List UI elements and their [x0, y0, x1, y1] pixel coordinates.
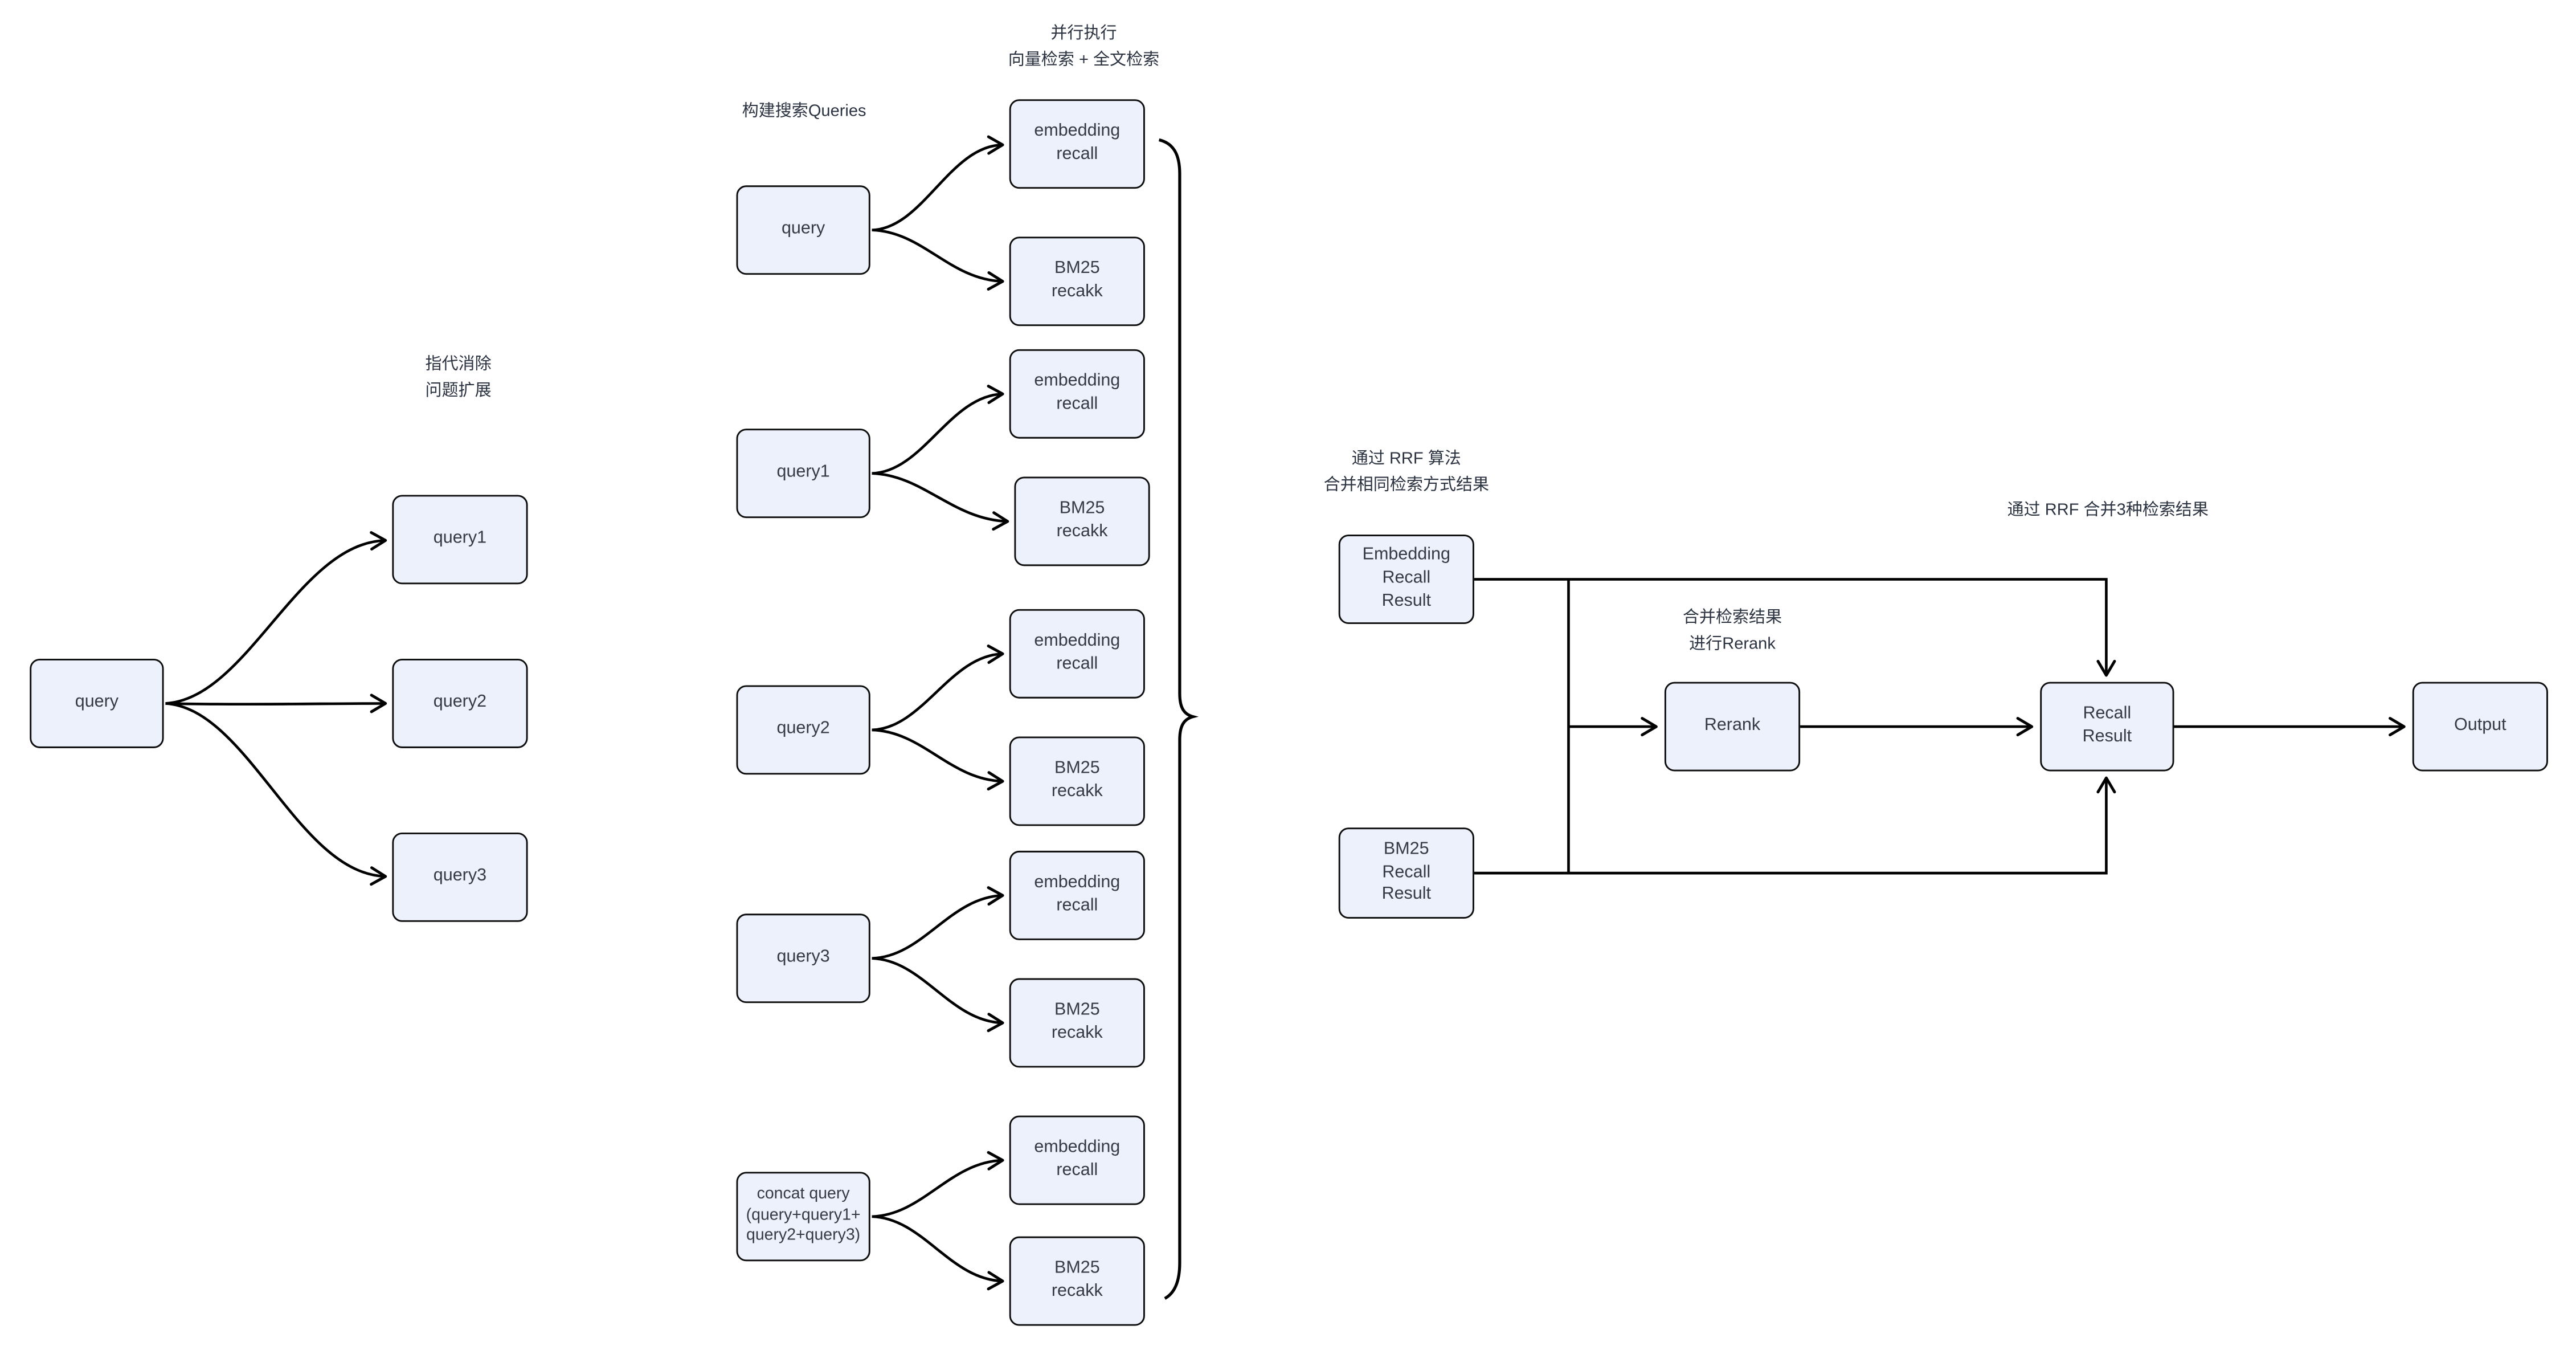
node-mid-query: query	[736, 185, 870, 275]
edge-bm25-result-to-recall-result	[1474, 776, 2116, 875]
node-bm25-recall-result: BM25 Recall Result	[1338, 827, 1474, 919]
node-mid-query3: query3	[736, 913, 870, 1004]
node-concat-query: concat query (query+query1+ query2+query…	[736, 1172, 870, 1262]
edge-query-to-query1	[165, 531, 387, 705]
node-bm25-recall-1: BM25 recakk	[1009, 236, 1145, 327]
label-rrf-three-results: 通过 RRF 合并3种检索结果	[2007, 501, 2209, 520]
edge-midquery0-to-bm25-1	[872, 229, 1004, 291]
node-rerank: Rerank	[1664, 682, 1801, 772]
node-embedding-recall-1: embedding recall	[1009, 99, 1145, 189]
edge-midquery2-to-bm25-3	[872, 728, 1004, 791]
edge-midquery0-to-embedding1	[872, 135, 1004, 232]
node-left-query3: query3	[392, 832, 528, 922]
node-bm25-recall-5: BM25 recakk	[1009, 1236, 1145, 1326]
label-build-queries: 构建搜索Queries	[742, 103, 866, 121]
node-bm25-recall-4: BM25 recakk	[1009, 978, 1145, 1068]
node-mid-query2: query2	[736, 685, 870, 775]
curly-brace	[1158, 138, 1199, 1300]
node-left-query1: query1	[392, 495, 528, 585]
label-coreference-expansion: 指代消除 问题扩展	[425, 356, 492, 401]
edge-query-to-query3	[165, 702, 387, 886]
node-embedding-recall-2: embedding recall	[1009, 349, 1145, 439]
edge-midquery1-to-bm25-2	[872, 472, 1009, 531]
node-recall-result: Recall Result	[2040, 682, 2174, 772]
edge-midquery2-to-embedding3	[872, 645, 1004, 732]
node-bm25-recall-2: BM25 recakk	[1014, 476, 1150, 566]
edge-query-to-query2	[165, 694, 387, 713]
node-left-query2: query2	[392, 658, 528, 748]
edge-embedding-result-to-recall-result	[1474, 578, 2116, 677]
label-rrf-same-method: 通过 RRF 算法 合并相同检索方式结果	[1323, 450, 1490, 495]
edge-midquery3-to-embedding4	[872, 886, 1004, 960]
node-output: Output	[2412, 682, 2548, 772]
label-merge-rerank: 合并检索结果 进行Rerank	[1682, 609, 1782, 654]
node-mid-query1: query1	[736, 429, 870, 519]
edge-midquery1-to-embedding2	[872, 385, 1004, 475]
node-left-query: query	[30, 658, 164, 748]
edge-concat-to-bm25-5	[872, 1215, 1004, 1291]
node-embedding-recall-3: embedding recall	[1009, 609, 1145, 699]
edge-concat-to-embedding5	[872, 1151, 1004, 1218]
node-bm25-recall-3: BM25 recakk	[1009, 736, 1145, 826]
node-embedding-recall-4: embedding recall	[1009, 850, 1145, 940]
node-embedding-recall-5: embedding recall	[1009, 1115, 1145, 1205]
label-parallel-execution: 并行执行 向量检索 + 全文检索	[1008, 25, 1160, 70]
node-embedding-recall-result: Embedding Recall Result	[1338, 535, 1474, 624]
edge-midquery3-to-bm25-4	[872, 957, 1004, 1033]
